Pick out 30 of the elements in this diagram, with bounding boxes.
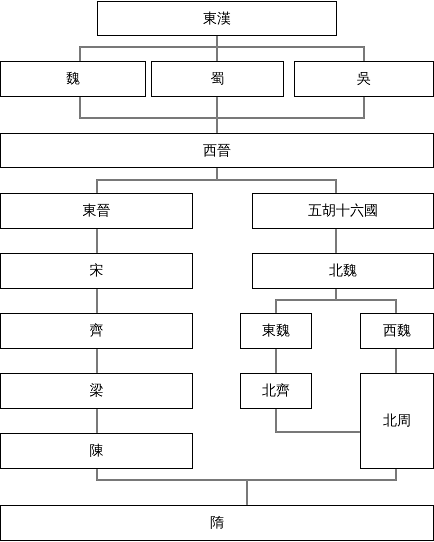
dynasty-box: 東漢 [97, 1, 337, 36]
connector-line [216, 97, 365, 133]
dynasty-box: 陳 [0, 433, 193, 469]
connector-line [275, 409, 360, 433]
connector-line [335, 289, 397, 313]
connector-line [335, 229, 337, 253]
connector-line [96, 229, 98, 253]
connector-line [216, 36, 365, 61]
connector-line [96, 349, 98, 373]
connector-line [246, 469, 397, 505]
dynasty-box: 西晉 [0, 133, 434, 168]
dynasty-box: 隋 [0, 505, 434, 541]
dynasty-box: 北周 [360, 373, 434, 469]
dynasty-box: 魏 [0, 61, 146, 97]
dynasty-box: 梁 [0, 373, 193, 409]
dynasty-box: 五胡十六國 [252, 193, 434, 229]
dynasty-box: 東魏 [240, 313, 312, 349]
dynasty-box: 齊 [0, 313, 193, 349]
connector-line [395, 349, 397, 373]
connector-line [96, 409, 98, 433]
dynasty-box: 東晉 [0, 193, 193, 229]
connector-line [275, 349, 277, 373]
dynasty-box: 北齊 [240, 373, 312, 409]
connector-line [216, 168, 337, 193]
dynasty-box: 蜀 [151, 61, 284, 97]
dynasty-box: 北魏 [252, 253, 434, 289]
dynasty-box: 西魏 [360, 313, 434, 349]
dynasty-box: 吳 [294, 61, 434, 97]
connector-line [96, 289, 98, 313]
dynasty-box: 宋 [0, 253, 193, 289]
